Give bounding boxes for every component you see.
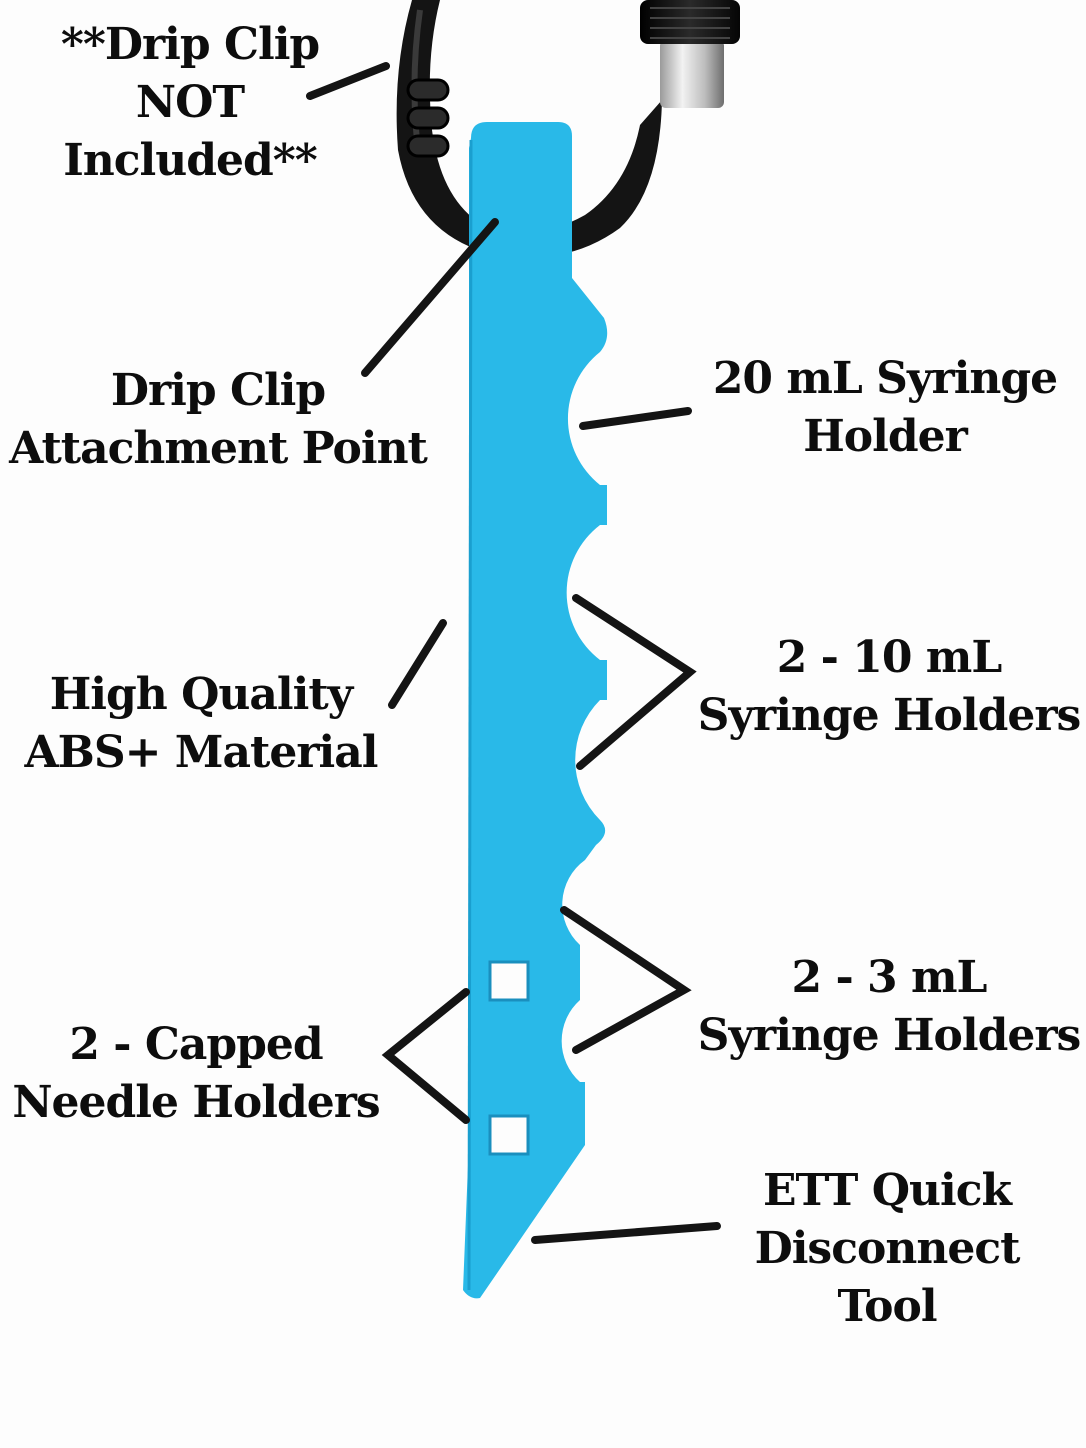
label-drip-clip-not-included: **Drip Clip NOT Included** — [60, 19, 320, 186]
leader-needle-holders — [381, 988, 470, 1124]
label-capped-needle-holders: 2 - Capped Needle Holders — [12, 1019, 380, 1128]
label-ett-quick-disconnect-tool: ETT Quick Disconnect Tool — [754, 1165, 1021, 1332]
label-20ml-syringe-holder: 20 mL Syringe Holder — [712, 353, 1058, 462]
label-3ml-syringe-holders: 2 - 3 mL Syringe Holders — [697, 952, 1082, 1061]
leader-attachment-point — [361, 218, 499, 377]
syringe-holder-tool-image — [463, 122, 608, 1299]
leader-10ml-holders — [572, 594, 697, 770]
label-material: High Quality ABS+ Material — [24, 669, 379, 778]
label-attachment-point: Drip Clip Attachment Point — [9, 365, 428, 474]
leader-20ml-holder — [579, 407, 692, 430]
leader-material — [388, 619, 447, 709]
leader-drip-clip — [306, 62, 390, 100]
leader-ett-tool — [531, 1222, 721, 1244]
leader-3ml-holders — [560, 906, 692, 1054]
carabiner-clip-image — [396, 0, 740, 258]
label-10ml-syringe-holders: 2 - 10 mL Syringe Holders — [697, 632, 1082, 741]
